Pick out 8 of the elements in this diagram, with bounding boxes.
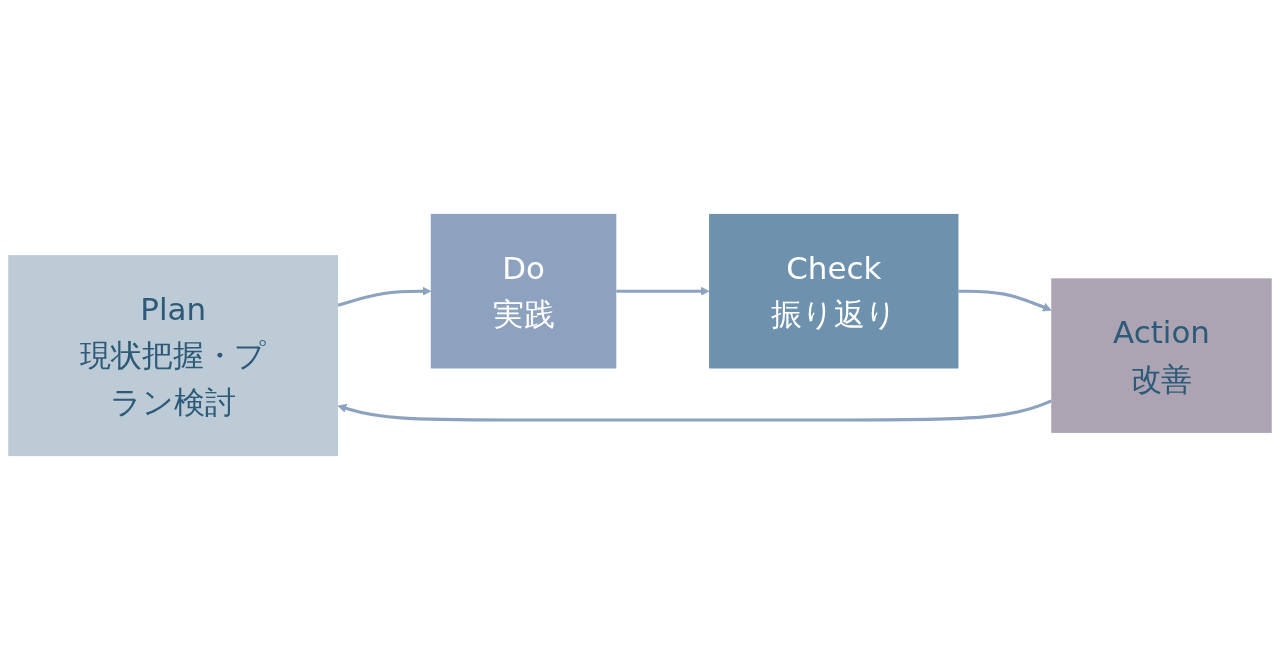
arrow: [958, 289, 1052, 312]
node-box: Check 振り返り: [709, 213, 959, 369]
node-box: Action 改善: [1051, 278, 1272, 433]
arrow: [337, 286, 432, 307]
node-box: Plan 現状把握・プラン検討: [8, 255, 339, 457]
arrow: [616, 286, 710, 296]
node-box: Do 実践: [430, 213, 617, 369]
arrow: [337, 399, 1052, 422]
